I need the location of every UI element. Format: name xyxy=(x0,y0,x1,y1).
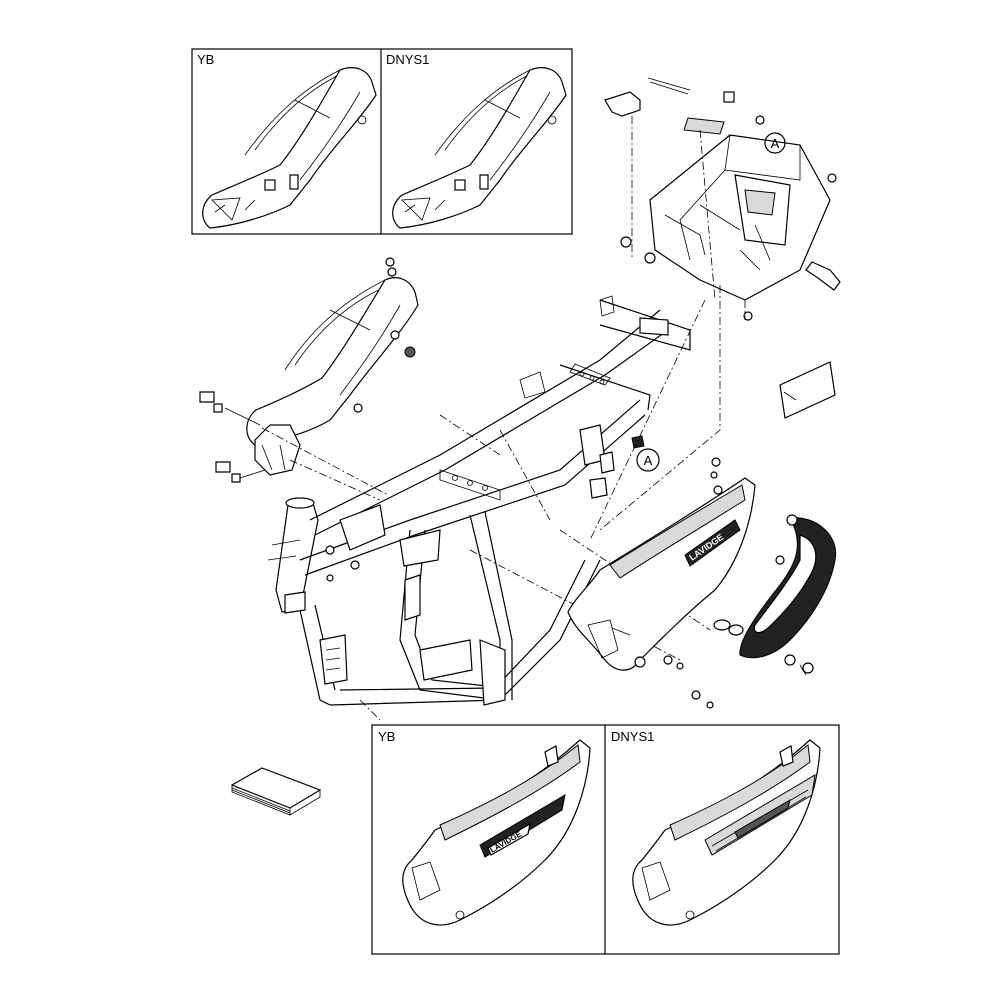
panel-label-bottom-right: DNYS1 xyxy=(611,729,654,744)
bolt-top xyxy=(755,115,765,125)
bolt-bottom xyxy=(743,311,753,321)
side-cover-yb-bottom: LAVIDGE xyxy=(402,739,591,926)
bolt-right xyxy=(827,173,837,183)
hook-rod xyxy=(805,261,841,291)
callout-a-top: A xyxy=(764,132,786,154)
frame-cover-dnys1-top xyxy=(392,67,567,229)
battery-strap-bracket xyxy=(604,91,641,117)
callout-a-mid: A xyxy=(636,448,660,472)
battery-box-assembly: A xyxy=(604,77,841,321)
side-cover-badge-stripe xyxy=(684,519,741,567)
bolt-left-2 xyxy=(644,252,656,264)
panel-label-top-left: YB xyxy=(197,52,214,67)
motorcycle-frame: A xyxy=(261,285,721,721)
top-variant-panels: YB DNYS1 xyxy=(191,48,573,235)
small-clip xyxy=(723,91,735,103)
tool-pouch xyxy=(779,361,836,419)
bolt-left-1 xyxy=(620,236,632,248)
svg-text:A: A xyxy=(644,453,653,468)
rubber-pad xyxy=(683,117,725,135)
panel-label-bottom-left: YB xyxy=(378,729,395,744)
side-cover-dnys1-bottom xyxy=(632,739,821,926)
panel-label-top-right: DNYS1 xyxy=(386,52,429,67)
owners-manual xyxy=(230,767,322,816)
battery-band xyxy=(647,77,691,95)
frame-cover-yb-top xyxy=(202,67,377,229)
svg-text:A: A xyxy=(771,136,780,151)
chain-guard xyxy=(739,514,837,676)
right-side-cover: LAVIDGE xyxy=(567,457,756,709)
left-frame-cover xyxy=(199,257,419,483)
bottom-variant-panels: YB DNYS1 LAVIDGE xyxy=(371,724,840,955)
battery-case xyxy=(649,134,831,301)
